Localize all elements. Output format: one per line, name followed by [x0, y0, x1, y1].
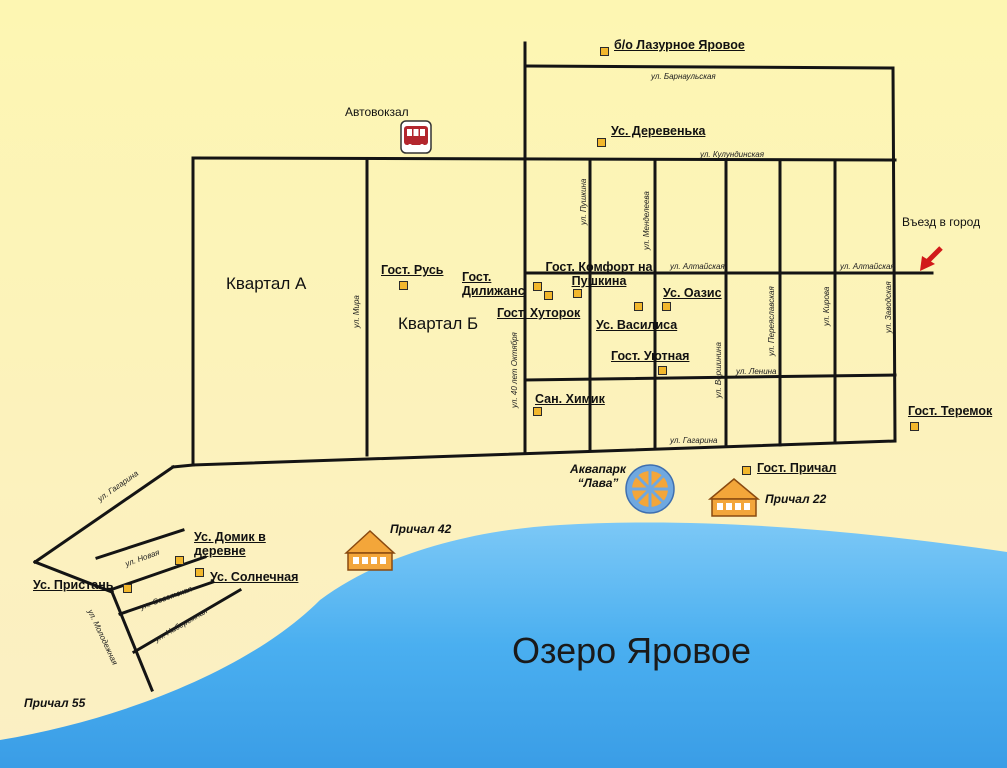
- marker-teremok[interactable]: [910, 422, 919, 431]
- street-kirova: ул. Кирова: [822, 286, 831, 326]
- place-vasilisa[interactable]: Ус. Василиса: [596, 318, 678, 332]
- marker-komfort[interactable]: [573, 289, 582, 298]
- marker-prichal-hotel[interactable]: [742, 466, 751, 475]
- street-gagarina-1: ул. Гагарина: [670, 436, 718, 445]
- street-pereyaslavskaya: ул. Переяславская: [767, 286, 776, 356]
- roads: [32, 41, 934, 692]
- pier-icon-42: [344, 529, 396, 571]
- city-entrance-label: Въезд в город: [902, 215, 981, 229]
- place-khimik[interactable]: Сан. Химик: [535, 392, 605, 406]
- place-uyutnaya[interactable]: Гост. Уютная: [611, 349, 690, 363]
- place-derevenka[interactable]: Ус. Деревенька: [611, 124, 706, 138]
- pier-icon-22: [707, 478, 761, 517]
- street-kulundinskaya: ул. Кулундинская: [700, 150, 764, 159]
- wheel-icon: [625, 464, 675, 514]
- pier-42-label: Причал 42: [390, 522, 452, 536]
- street-vershinina: ул. Вершинина: [714, 342, 723, 398]
- pier-55-label: Причал 55: [24, 696, 86, 710]
- district-b-label: Квартал Б: [398, 314, 479, 333]
- marker-uyutnaya[interactable]: [658, 366, 667, 375]
- arrow-icon: [920, 246, 943, 271]
- bus-station-label: Автовокзал: [345, 105, 409, 119]
- street-oktyabrya: ул. 40 лет Октября: [510, 332, 519, 408]
- street-pushkina: ул. Пушкина: [579, 178, 588, 225]
- street-altaiskaya-2: ул. Алтайская: [840, 262, 895, 271]
- lake-label: Озеро Яровое: [512, 630, 751, 671]
- marker-vasilisa[interactable]: [634, 302, 643, 311]
- street-zavodskaya: ул. Заводская: [884, 281, 893, 333]
- place-pristan[interactable]: Ус. Пристань: [33, 578, 114, 592]
- place-komfort[interactable]: Гост. Комфорт на Пушкина: [545, 260, 653, 288]
- place-rus[interactable]: Гост. Русь: [381, 263, 444, 277]
- place-oazis[interactable]: Ус. Оазис: [663, 286, 722, 300]
- place-prichal-hotel[interactable]: Гост. Причал: [757, 461, 837, 475]
- bus-icon: [400, 120, 432, 154]
- marker-oazis[interactable]: [662, 302, 671, 311]
- place-solnechnaya[interactable]: Ус. Солнечная: [210, 570, 299, 584]
- marker-dilizhans[interactable]: [533, 282, 542, 291]
- marker-domik[interactable]: [175, 556, 184, 565]
- street-mendeleeva: ул. Менделеева: [642, 191, 651, 250]
- marker-khutorok[interactable]: [544, 291, 553, 300]
- marker-lazurnoe[interactable]: [600, 47, 609, 56]
- place-domik[interactable]: Ус. Домик в деревне: [194, 530, 266, 558]
- place-dilizhans[interactable]: Гост. Дилижанс: [462, 270, 525, 298]
- place-teremok[interactable]: Гост. Теремок: [908, 404, 993, 418]
- street-lenina: ул. Ленина: [736, 367, 777, 376]
- marker-rus[interactable]: [399, 281, 408, 290]
- pier-22-label: Причал 22: [765, 492, 827, 506]
- marker-derevenka[interactable]: [597, 138, 606, 147]
- marker-pristan[interactable]: [123, 584, 132, 593]
- marker-solnechnaya[interactable]: [195, 568, 204, 577]
- place-khutorok[interactable]: Гост. Хуторок: [497, 306, 581, 320]
- street-altaiskaya-1: ул. Алтайская: [670, 262, 725, 271]
- place-lazurnoe[interactable]: б/о Лазурное Яровое: [614, 38, 745, 52]
- street-barnaulskaya: ул. Барнаульская: [651, 72, 716, 81]
- aquapark-label: Аквапарк “Лава”: [570, 462, 626, 490]
- lake-shape: [0, 522, 1007, 768]
- marker-khimik[interactable]: [533, 407, 542, 416]
- street-mira: ул. Мира: [352, 295, 361, 328]
- district-a-label: Квартал А: [226, 274, 307, 293]
